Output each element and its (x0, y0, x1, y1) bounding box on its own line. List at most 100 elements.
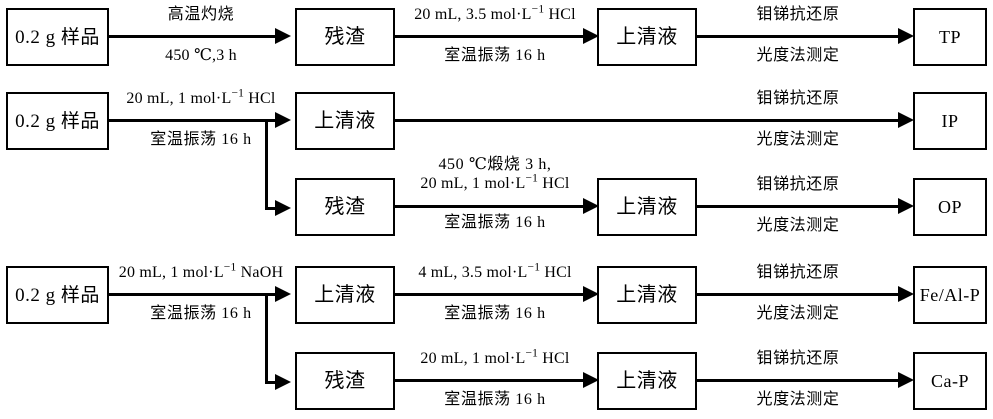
edge-line-sup4c2-to-sup4c4 (395, 293, 585, 296)
edge-line-sup1-to-tp (697, 35, 900, 38)
arrowhead-sup4c2-to-sup4c4 (583, 286, 599, 302)
edge-label-line1: 20 mL, 1 mol·L−1 HCl (420, 347, 570, 367)
edge-label-line1: 20 mL, 1 mol·L−1 HCl (420, 172, 570, 192)
arrowhead-branch-to-residue-row5 (275, 374, 291, 390)
node-label: 上清液 (314, 284, 376, 306)
edge-label-line0: 450 ℃煅烧 3 h, (438, 156, 552, 173)
node-residue-row3: 残渣 (295, 178, 395, 236)
edge-label-line2: 光度法测定 (756, 46, 840, 64)
edge-label-molybdenum-antimony-row4: 钼锑抗还原 光度法测定 (708, 264, 888, 324)
edge-label-line2: 室温振荡 16 h (444, 304, 546, 322)
edge-label-line1: 钼锑抗还原 (756, 176, 840, 193)
edge-label-line2: 室温振荡 16 h (444, 46, 546, 64)
edge-label-line1: 钼锑抗还原 (756, 264, 840, 281)
edge-line-sample2-to-sup2 (109, 119, 277, 122)
node-label: 上清液 (616, 370, 678, 392)
arrowhead-sup1-to-tp (898, 28, 914, 44)
edge-line-residue3-to-sup3 (395, 205, 585, 208)
edge-label-line1: 20 mL, 3.5 mol·L−1 HCl (414, 3, 576, 23)
node-result-op: OP (913, 178, 987, 236)
node-label: 0.2 g 样品 (15, 26, 100, 48)
node-supernatant-row1: 上清液 (597, 8, 697, 66)
node-supernatant-row4-col4: 上清液 (597, 266, 697, 324)
branch-hline-to-residue-row3 (265, 207, 279, 210)
edge-line-residue5-to-sup5 (395, 379, 585, 382)
node-supernatant-row5: 上清液 (597, 352, 697, 410)
edge-line-sample1-to-residue1 (109, 35, 277, 38)
branch-vline-row2-to-row3 (265, 119, 268, 210)
edge-line-sup4-to-fealp (697, 293, 900, 296)
node-label: 残渣 (324, 370, 366, 392)
node-residue-row5: 残渣 (295, 352, 395, 410)
arrowhead-sup5-to-cap (898, 372, 914, 388)
edge-line-sup5-to-cap (697, 379, 900, 382)
edge-label-hcl-35-20ml-row1: 20 mL, 3.5 mol·L−1 HCl 室温振荡 16 h (400, 3, 590, 66)
arrowhead-sample2-to-sup2 (275, 112, 291, 128)
edge-label-hcl-35-4ml-row4: 4 mL, 3.5 mol·L−1 HCl 室温振荡 16 h (404, 261, 586, 324)
edge-line-sup2-to-ip (395, 119, 900, 122)
node-sample-2: 0.2 g 样品 (6, 92, 109, 150)
node-result-ip: IP (913, 92, 987, 150)
node-label: 上清液 (616, 26, 678, 48)
branch-vline-row4-to-row5 (265, 293, 268, 384)
edge-label-line2: 光度法测定 (756, 216, 840, 234)
edge-label-line2: 光度法测定 (756, 304, 840, 322)
node-label: 0.2 g 样品 (15, 110, 100, 132)
edge-label-line1: 20 mL, 1 mol·L−1 NaOH (118, 261, 284, 281)
arrowhead-sup2-to-ip (898, 112, 914, 128)
node-sample-1: 0.2 g 样品 (6, 8, 109, 66)
edge-label-high-temp-ignition: 高温灼烧 450 ℃,3 h (126, 6, 276, 66)
edge-label-line1: 钼锑抗还原 (756, 6, 840, 23)
edge-line-sup3-to-op (697, 205, 900, 208)
edge-label-line1: 4 mL, 3.5 mol·L−1 HCl (418, 261, 572, 281)
edge-label-molybdenum-antimony-row5: 钼锑抗还原 光度法测定 (708, 350, 888, 410)
arrowhead-sup3-to-op (898, 198, 914, 214)
edge-line-sample3-to-sup4 (109, 293, 277, 296)
node-label: 上清液 (616, 284, 678, 306)
arrowhead-sample3-to-sup4 (275, 286, 291, 302)
arrowhead-sample1-to-residue1 (275, 28, 291, 44)
edge-label-naoh-row4: 20 mL, 1 mol·L−1 NaOH 室温振荡 16 h (113, 261, 289, 324)
node-supernatant-row2: 上清液 (295, 92, 395, 150)
node-label: Ca-P (931, 371, 969, 391)
edge-label-line2: 室温振荡 16 h (444, 390, 546, 408)
edge-label-molybdenum-antimony-row3: 钼锑抗还原 光度法测定 (708, 176, 888, 236)
node-label: IP (941, 111, 959, 131)
arrowhead-residue5-to-sup5 (583, 372, 599, 388)
edge-label-line1: 20 mL, 1 mol·L−1 HCl (126, 87, 276, 107)
node-label: 0.2 g 样品 (15, 284, 100, 306)
edge-label-line2: 光度法测定 (756, 390, 840, 408)
node-sample-3: 0.2 g 样品 (6, 266, 109, 324)
node-supernatant-row3: 上清液 (597, 178, 697, 236)
node-label: TP (938, 27, 961, 47)
arrowhead-residue1-to-sup1 (583, 28, 599, 44)
node-label: OP (937, 197, 962, 217)
node-supernatant-row4-col2: 上清液 (295, 266, 395, 324)
node-result-ca-p: Ca-P (913, 352, 987, 410)
node-result-fe-al-p: Fe/Al-P (913, 266, 987, 324)
node-result-tp: TP (913, 8, 987, 66)
node-residue-row1: 残渣 (295, 8, 395, 66)
edge-label-line1: 钼锑抗还原 (756, 350, 840, 367)
edge-label-molybdenum-antimony-row2: 钼锑抗还原 光度法测定 (708, 90, 888, 150)
edge-label-line2: 室温振荡 16 h (150, 304, 252, 322)
node-label: 上清液 (616, 196, 678, 218)
arrowhead-branch-to-residue-row3 (275, 200, 291, 216)
edge-label-line2: 光度法测定 (756, 130, 840, 148)
arrowhead-residue3-to-sup3 (583, 198, 599, 214)
edge-label-hcl-1-20ml-row2: 20 mL, 1 mol·L−1 HCl 室温振荡 16 h (118, 87, 284, 150)
edge-label-line1: 高温灼烧 (167, 6, 235, 23)
edge-label-line2: 室温振荡 16 h (150, 130, 252, 148)
edge-label-hcl-1-20ml-row5: 20 mL, 1 mol·L−1 HCl 室温振荡 16 h (400, 347, 590, 410)
node-label: 上清液 (314, 110, 376, 132)
edge-label-line2: 室温振荡 16 h (444, 213, 546, 231)
edge-line-residue1-to-sup1 (395, 35, 585, 38)
node-label: 残渣 (324, 26, 366, 48)
node-label: 残渣 (324, 196, 366, 218)
edge-label-line2: 450 ℃,3 h (165, 46, 237, 64)
arrowhead-sup4-to-fealp (898, 286, 914, 302)
edge-label-calcination-hcl-row3: 450 ℃煅烧 3 h, 20 mL, 1 mol·L−1 HCl 室温振荡 1… (398, 156, 592, 233)
edge-label-molybdenum-antimony-row1: 钼锑抗还原 光度法测定 (708, 6, 888, 66)
edge-label-line1: 钼锑抗还原 (756, 90, 840, 107)
